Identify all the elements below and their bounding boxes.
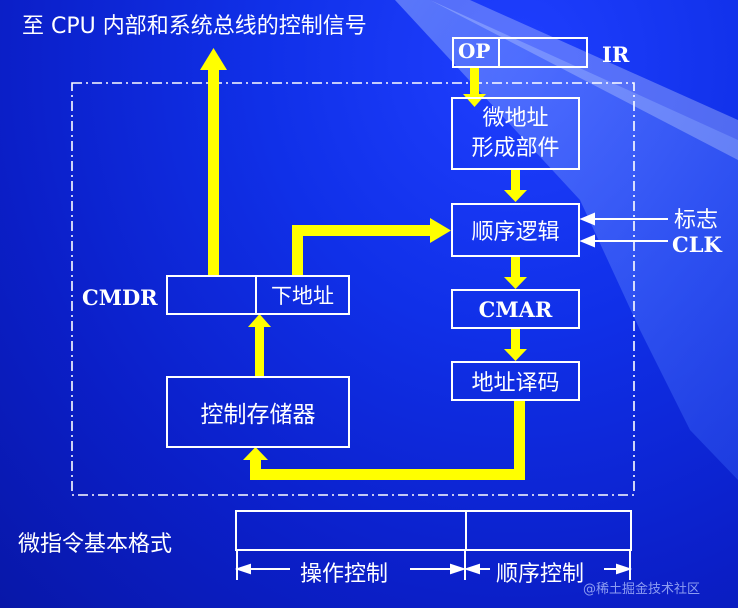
- arrow-gen-to-seq-head: [504, 190, 527, 202]
- micro-address-generator: 微地址 形成部件: [451, 97, 580, 170]
- arrow-dec-loop-down: [514, 400, 525, 480]
- micro-address-generator-line1: 微地址: [482, 105, 549, 131]
- cmar-register: CMAR: [451, 289, 580, 329]
- watermark: @稀土掘金技术社区: [583, 582, 701, 597]
- arrow-next-to-seq-right: [292, 225, 430, 236]
- diagram-title: 至 CPU 内部和系统总线的控制信号: [22, 14, 367, 39]
- sequence-control-label: 顺序控制: [496, 562, 585, 587]
- arrow-next-to-seq-head: [430, 218, 451, 243]
- op-field-label: OP: [458, 39, 491, 63]
- cmdr-label: CMDR: [82, 285, 158, 310]
- control-unit-frame: [71, 82, 635, 496]
- next-address-field: 下地址: [271, 284, 334, 308]
- micro-address-generator-line2: 形成部件: [471, 135, 560, 161]
- flags-label: 标志: [674, 208, 719, 233]
- micro-instruction-format: [235, 510, 632, 551]
- arrow-mem-to-cmdr-head: [248, 314, 271, 327]
- sequence-logic: 顺序逻辑: [451, 203, 580, 257]
- arrow-dec-loop-head: [243, 447, 268, 460]
- operation-control-label: 操作控制: [300, 562, 389, 587]
- arrow-cmdr-to-bus-shaft: [208, 70, 219, 275]
- arrow-cmdr-to-bus-head: [200, 48, 227, 70]
- ir-label: IR: [602, 42, 630, 67]
- arrow-seq-to-cmar-shaft: [511, 256, 520, 277]
- format-divider: [465, 512, 467, 549]
- arrow-cmar-to-dec-head: [504, 349, 527, 361]
- micro-instruction-format-title: 微指令基本格式: [18, 532, 173, 557]
- arrow-next-to-seq-up: [292, 225, 303, 275]
- arrow-mem-to-cmdr-shaft: [255, 327, 264, 376]
- clk-arrowhead: [579, 234, 595, 248]
- flags-arrowhead: [579, 212, 595, 226]
- cmdr-divider: [255, 277, 257, 313]
- ir-divider: [498, 39, 500, 66]
- clk-label: CLK: [672, 232, 722, 257]
- arrow-cmar-to-dec-shaft: [511, 328, 520, 349]
- control-memory: 控制存储器: [166, 376, 350, 448]
- arrow-dec-loop-bottom: [250, 469, 525, 480]
- arrow-gen-to-seq-shaft: [511, 170, 520, 190]
- ir-register: [452, 37, 588, 68]
- cmdr-register: 下地址: [166, 275, 350, 315]
- arrow-seq-to-cmar-head: [504, 277, 527, 289]
- arrow-dec-loop-up: [250, 458, 261, 480]
- arrow-ir-to-gen-shaft: [470, 68, 479, 94]
- address-decoder: 地址译码: [451, 361, 580, 401]
